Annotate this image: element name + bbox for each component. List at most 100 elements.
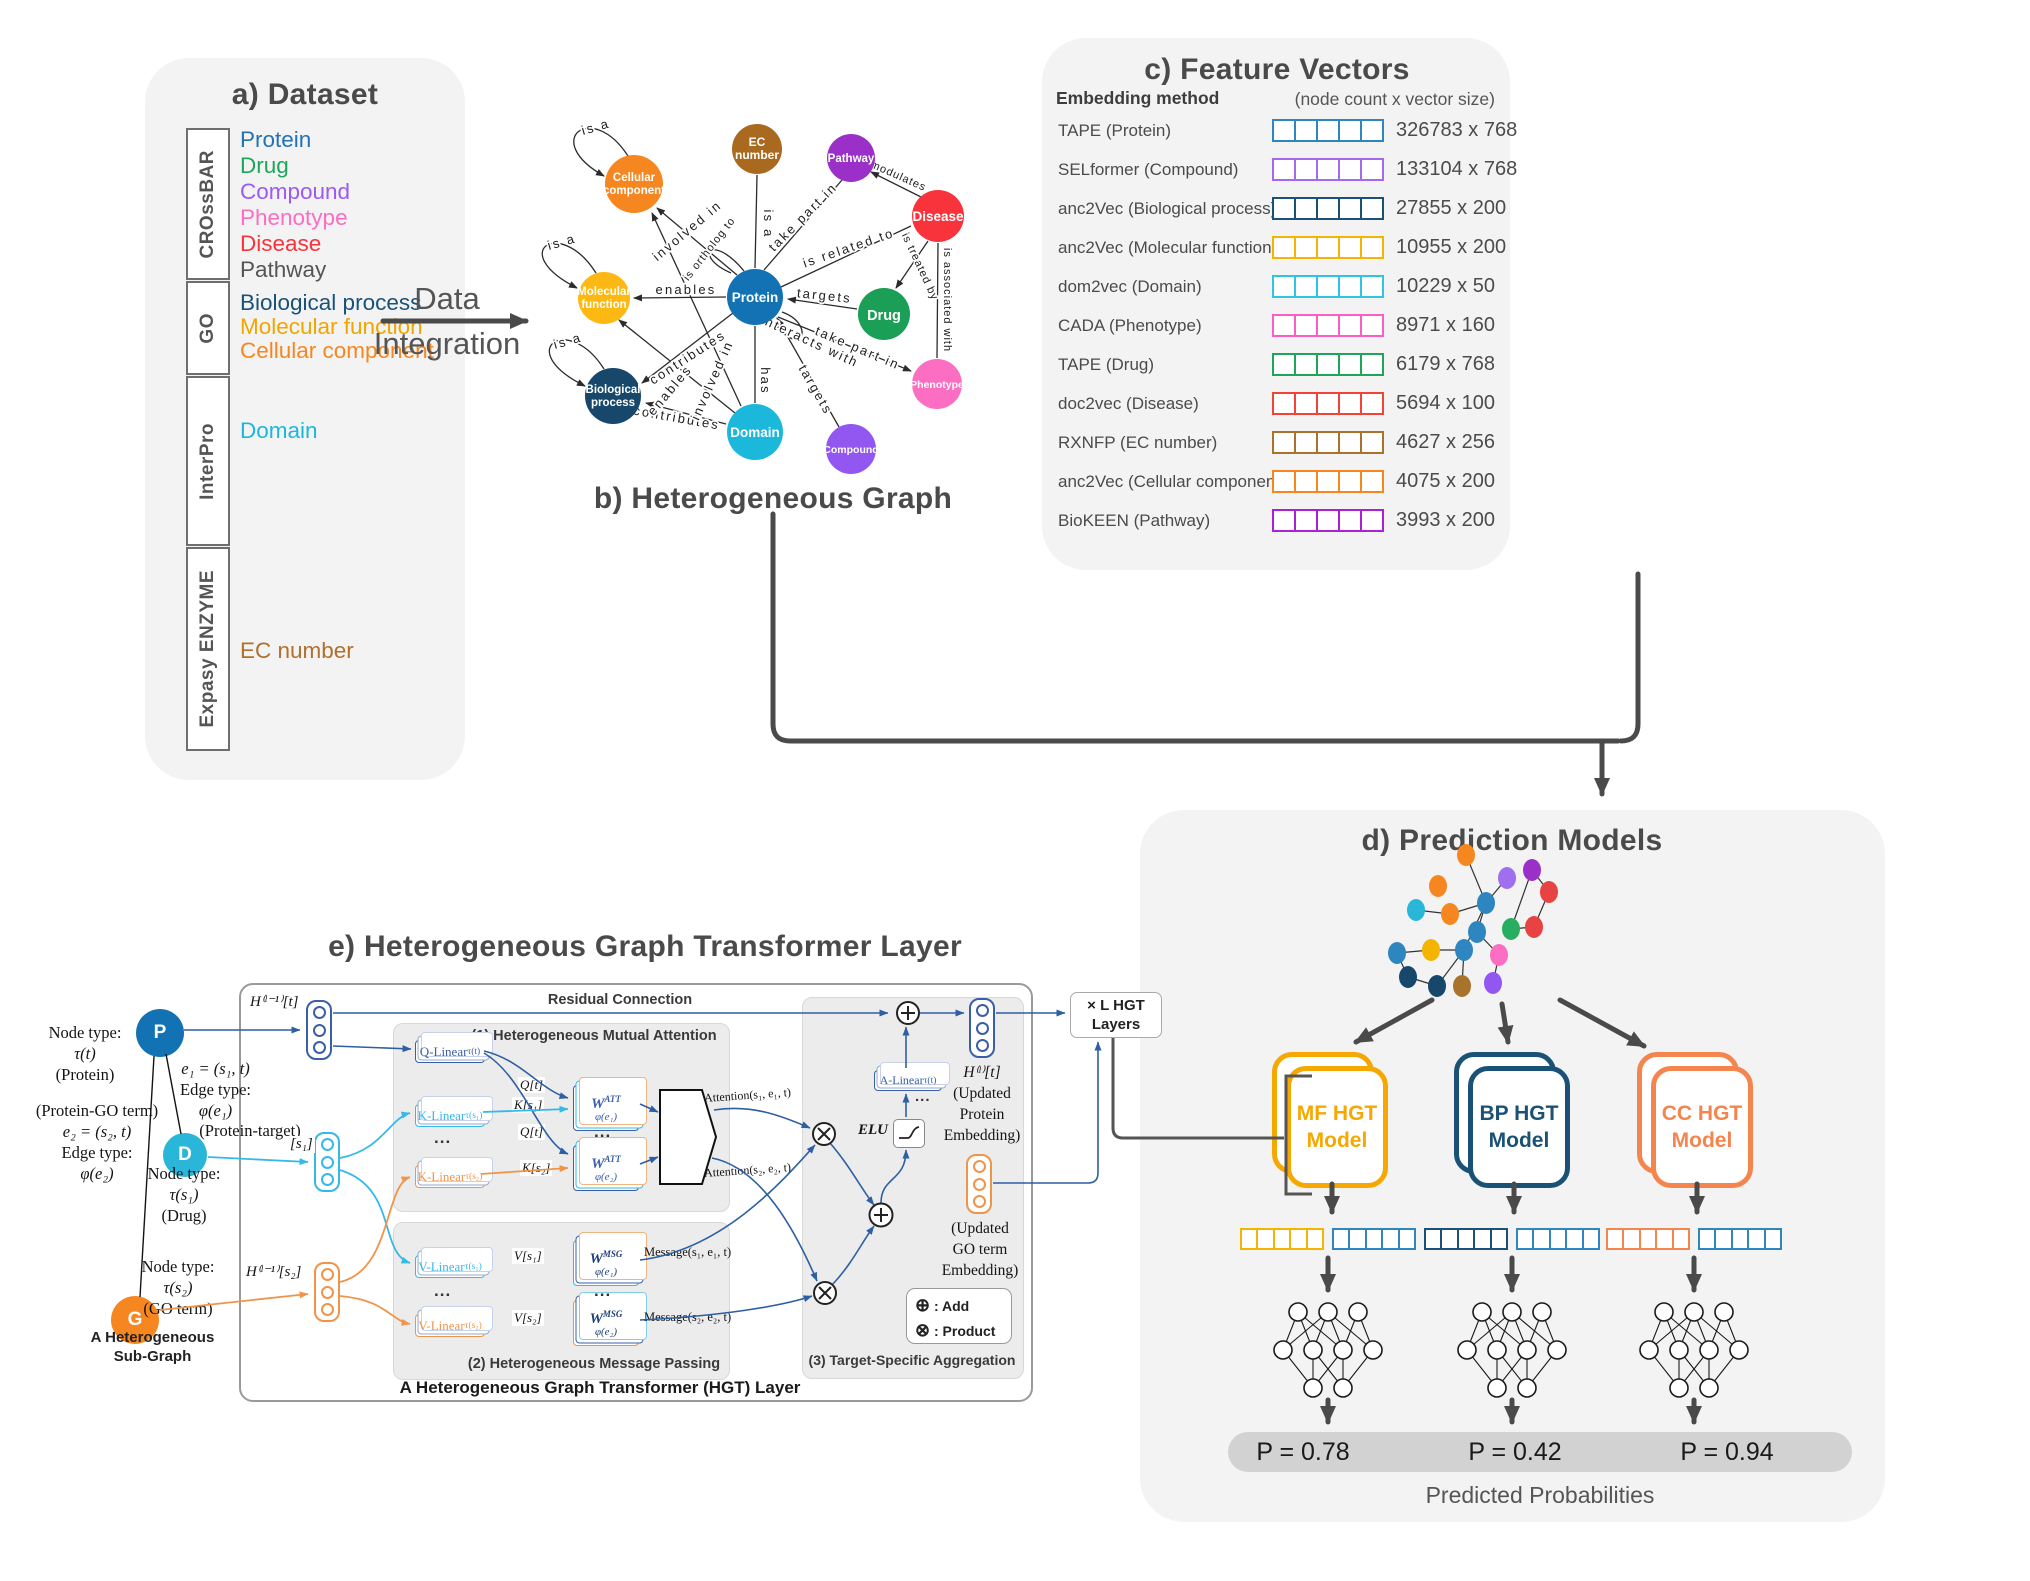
box3-title: (3) Target-Specific Aggregation — [808, 1352, 1016, 1368]
w-main: WMSG — [589, 1248, 623, 1267]
entity-molecular-function: Molecular function — [240, 314, 423, 339]
subgraph-caption: A Heterogeneous Sub-Graph — [70, 1328, 235, 1366]
heterogeneous-graph-edges — [541, 127, 939, 428]
embedding-method: CADA (Phenotype) — [1058, 316, 1202, 335]
protein-target-label: (Protein-target) — [199, 1121, 301, 1140]
svg-text:function: function — [581, 299, 626, 311]
entity-biological-process: Biological process — [240, 290, 422, 315]
svg-text:is ortholog to: is ortholog to — [681, 215, 738, 283]
box1-title: (1) Heterogeneous Mutual Attention — [471, 1028, 717, 1044]
panel-d-title: d) Prediction Models — [1361, 824, 1663, 857]
card-label: A-Linear — [879, 1073, 924, 1087]
embedding-size: 8971 x 160 — [1396, 314, 1495, 336]
ellipsis: ... — [434, 1281, 452, 1300]
embedding-method: RXNFP (EC number) — [1058, 433, 1218, 452]
qt2-label: Q[t] — [518, 1124, 546, 1140]
label-line: Edge type: — [179, 1080, 252, 1099]
feature-vector-icon — [1272, 275, 1384, 298]
ellipsis: ... — [915, 1088, 931, 1105]
bp-model-line1: BP HGT — [1479, 1102, 1559, 1125]
bp-model-card: BP HGT Model — [1468, 1066, 1570, 1188]
h-prev-s2-label: H⁽ˡ⁻¹⁾[s₂] — [244, 1262, 304, 1281]
graph-node-ec-number: EC number — [732, 124, 782, 174]
s1-label: [s₁] — [288, 1136, 315, 1153]
card-sub: τ(s₂) — [465, 1171, 483, 1182]
source-go-label: GO — [197, 312, 218, 344]
label-line: (Drug) — [161, 1206, 207, 1225]
protein-input-vector-icon — [306, 1000, 332, 1060]
source-box-expasy-enzyme: Expasy ENZYME — [186, 547, 230, 751]
svg-text:Pathway: Pathway — [828, 153, 875, 165]
source-interpro-label: InterPro — [197, 422, 218, 500]
elu-label: ELU — [858, 1122, 888, 1138]
label-line: (Updated — [953, 1085, 1011, 1102]
card-sub: τ(s₁) — [465, 1110, 483, 1121]
mf-model-card: MF HGT Model — [1286, 1066, 1388, 1188]
svg-text:is related to: is related to — [801, 225, 896, 270]
svg-text:modulates: modulates — [868, 159, 927, 194]
card-sub: τ(t) — [923, 1075, 937, 1086]
svg-text:involved in: involved in — [649, 197, 724, 264]
label-line: φ(e₁) — [198, 1101, 233, 1120]
embedding-size: 10229 x 50 — [1396, 275, 1495, 297]
probability-cc: P = 0.94 — [1680, 1438, 1774, 1466]
feature-vector-icon — [1272, 431, 1384, 454]
label-line: τ(s₁) — [169, 1185, 199, 1204]
caption-line: Sub-Graph — [113, 1348, 192, 1365]
svg-text:enables: enables — [644, 362, 695, 418]
panel-d-caption: Predicted Probabilities — [1425, 1482, 1655, 1508]
source-box-crossbar: CROssBAR — [186, 128, 230, 280]
w-main: WMSG — [589, 1308, 623, 1327]
entity-protein: Protein — [240, 127, 312, 152]
source-box-interpro: InterPro — [186, 376, 230, 546]
entity-compound: Compound — [240, 179, 351, 204]
panel-c-header-right: (node count x vector size) — [1294, 89, 1495, 109]
label-line: τ(t) — [74, 1044, 96, 1063]
graph-node-biological-process: Biological process — [585, 368, 641, 424]
panel-e-title: e) Heterogeneous Graph Transformer Layer — [328, 930, 962, 963]
qt-label: Q[t] — [518, 1077, 546, 1093]
cc-protein-vector-icon — [1698, 1228, 1782, 1250]
panel-c-header-left: Embedding method — [1056, 88, 1220, 108]
go-node-type-label: Node type: τ(s₂) (GO term) — [118, 1256, 238, 1319]
embedding-size: 133104 x 768 — [1396, 158, 1518, 180]
w-sub: φ(e₂) — [594, 1325, 618, 1338]
feature-vector-icon — [1272, 509, 1384, 532]
ks2-label: K[s₂] — [520, 1160, 553, 1176]
vs2-label: V[s₂] — [512, 1310, 544, 1326]
message2-label: Message(s₂, e₂, t) — [644, 1310, 732, 1324]
legend-add-label: : Add — [933, 1298, 970, 1314]
card-label: V-Linear — [418, 1258, 465, 1274]
graph-node-molecular-function: Molecular function — [577, 272, 631, 324]
svg-text:component: component — [603, 185, 665, 197]
source-expasy-enzyme-label: Expasy ENZYME — [197, 570, 218, 728]
embedding-size: 5694 x 100 — [1396, 392, 1495, 414]
feature-vector-icon — [1272, 392, 1384, 415]
softmax-line: Scaled — [662, 1121, 701, 1135]
embedding-method: SELformer (Compound) — [1058, 160, 1239, 179]
embedding-method: anc2Vec (Biological process) — [1058, 199, 1277, 218]
svg-text:is associated with: is associated with — [941, 248, 953, 352]
label-line: (Protein-GO term) — [35, 1101, 159, 1120]
embedding-size: 3993 x 200 — [1396, 509, 1495, 531]
w-main: WATT — [591, 1093, 621, 1112]
data-integration-line2: Integration — [373, 326, 521, 361]
feature-vector-icon — [1272, 353, 1384, 376]
label-line: Edge type: — [61, 1143, 133, 1162]
label-line: Embedding) — [941, 1262, 1019, 1279]
mf-model-line1: MF HGT — [1296, 1102, 1378, 1125]
updated-go-vector-icon — [966, 1154, 992, 1214]
elu-activation-icon — [893, 1119, 925, 1148]
ellipsis: ... — [434, 1128, 452, 1147]
label-line: GO term — [952, 1241, 1008, 1258]
svg-text:enables: enables — [656, 282, 717, 297]
mf-go-vector-icon — [1240, 1228, 1324, 1250]
card-label: Q-Linear — [419, 1043, 468, 1059]
label-line: Node type: — [141, 1257, 215, 1276]
vs1-label: V[s₁] — [512, 1248, 544, 1264]
svg-text:take part in: take part in — [813, 323, 902, 372]
w-sub: φ(e₁) — [594, 1110, 618, 1123]
